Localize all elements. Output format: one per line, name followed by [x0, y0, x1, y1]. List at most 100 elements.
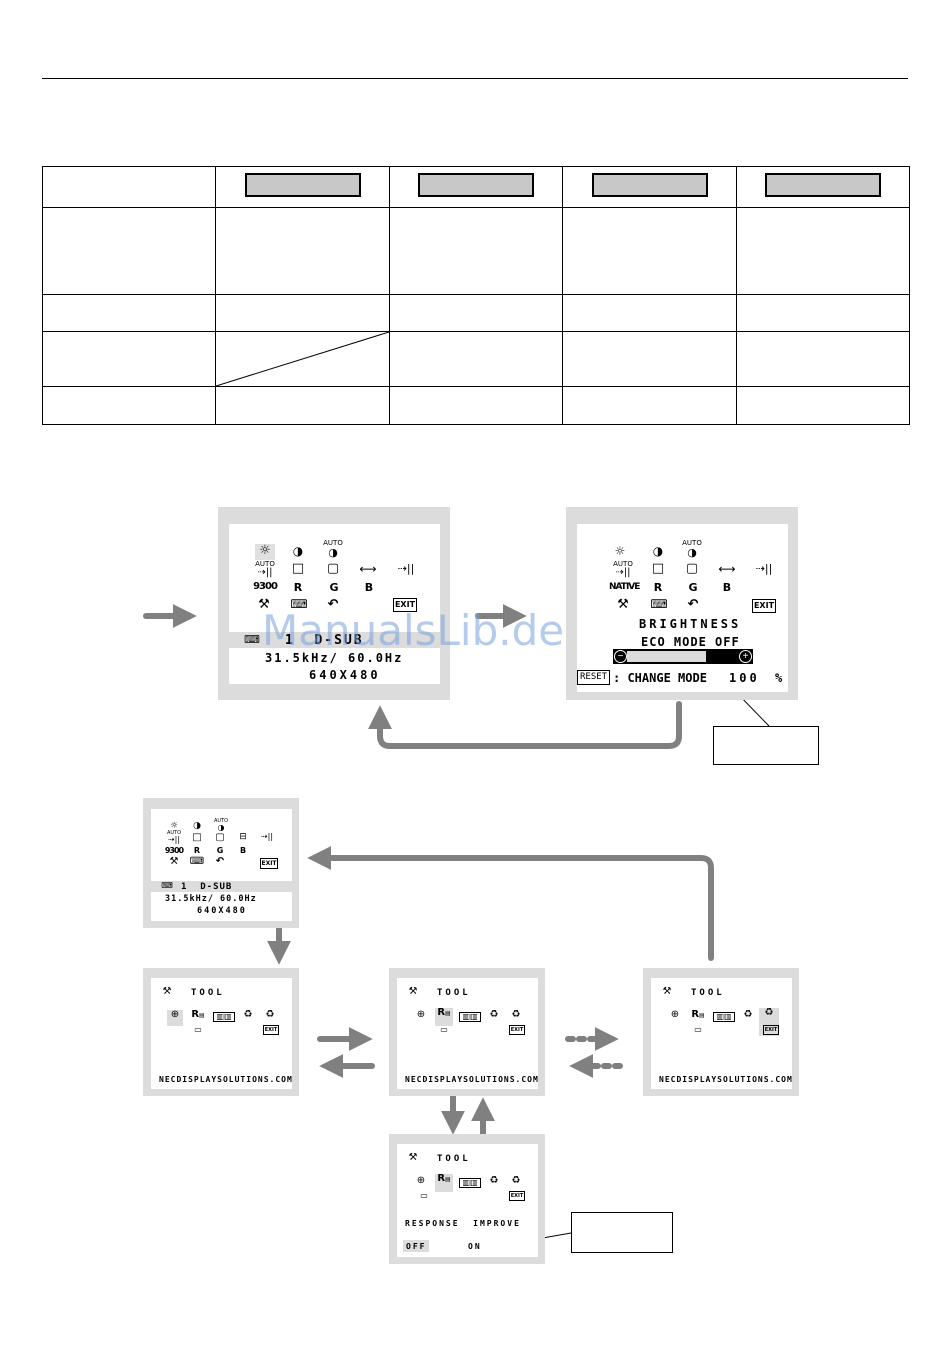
- response-icon: R▤: [691, 1009, 705, 1020]
- watermark-text: ManualsLib.de: [262, 606, 565, 655]
- eco-icon: ♻: [489, 1009, 499, 1020]
- brightness-icon: ☼: [169, 821, 179, 831]
- down-up-icon: ▢: [326, 561, 340, 576]
- expansion-icon: ⊕: [670, 1009, 680, 1020]
- response-icon: R▤: [191, 1009, 205, 1020]
- contrast-icon: ◑: [292, 544, 304, 558]
- h-size-icon: ⟷: [718, 562, 736, 576]
- key-2-button: [418, 173, 534, 197]
- off-highlight: [403, 1240, 429, 1252]
- reset-icon: ↶: [215, 856, 225, 867]
- blue-label: B: [722, 581, 732, 594]
- return-arrow: [368, 701, 682, 749]
- video-icon: ▥▥: [459, 1012, 481, 1022]
- tool-icon: ⚒: [662, 986, 672, 997]
- video-icon: ▥▥: [213, 1012, 235, 1022]
- carbon-icon: ♻: [511, 1009, 521, 1020]
- dsub-connector-icon: ⌨: [244, 633, 260, 646]
- tool-icon: ⚒: [162, 986, 172, 997]
- table-header-cell: [736, 166, 910, 208]
- osd-main-menu: ☼ ◑ AUTO◑ AUTO⇢|| □ ▢ ⟷ ⇢|| 9300 R G B ⚒…: [218, 507, 450, 700]
- key-function-table: [42, 166, 910, 425]
- osd-main-menu-small: ☼ ◑ AUTO◑ AUTO⇢|| □ ▢ ⊟ ⇢|| 9300 R G B ⚒…: [143, 798, 299, 928]
- blue-label: B: [239, 846, 247, 855]
- resolution-label: 640X480: [309, 668, 381, 682]
- blue-label: B: [364, 581, 374, 594]
- video-icon: ▥▥: [713, 1012, 735, 1022]
- screen-icon: ▭: [420, 1191, 428, 1200]
- eco-icon: ♻: [243, 1009, 253, 1020]
- minus-icon: −: [614, 650, 627, 663]
- website-label: NECDISPLAYSOLUTIONS.COM: [405, 1075, 539, 1084]
- dsub-connector-icon: ⌨: [161, 881, 173, 890]
- keyboard-icon: ⌨: [650, 597, 668, 611]
- tool-icon: ⚒: [258, 597, 270, 612]
- down-up-icon: ▢: [215, 832, 225, 843]
- video-icon: ▥▥: [459, 1178, 481, 1188]
- expansion-icon: ⊕: [416, 1009, 426, 1020]
- eco-mode-label: ECO MODE OFF: [641, 635, 740, 649]
- table-row: [42, 386, 910, 425]
- tool-title: TOOL: [191, 988, 225, 998]
- osd-tool-3: ⚒ TOOL ⊕ R▤ ▥▥ ♻ ♻ EXIT ▭ NECDISPLAYSOLU…: [643, 968, 799, 1096]
- plus-icon: +: [739, 650, 752, 663]
- tool-icon: ⚒: [617, 597, 629, 612]
- slider-fill: [627, 651, 706, 662]
- fine-icon: ⇢||: [260, 832, 274, 841]
- osd-response-improve: ⚒ TOOL ⊕ R▤ ▥▥ ♻ ♻ EXIT ▭ RESPONSE IMPRO…: [389, 1134, 545, 1264]
- on-option: ON: [468, 1242, 482, 1251]
- screen-icon: ▭: [694, 1025, 702, 1034]
- brightness-icon: ☼: [614, 544, 626, 558]
- input-highlight-bar: [151, 881, 292, 892]
- eco-icon: ♻: [743, 1009, 753, 1020]
- key-1-button: [244, 173, 361, 197]
- green-label: G: [329, 581, 339, 594]
- top-rule: [42, 78, 908, 79]
- exit-icon: EXIT: [393, 598, 417, 612]
- carbon-icon: ♻: [265, 1009, 275, 1020]
- osd-brightness: ☼ ◑ AUTO◑ AUTO⇢|| □ ▢ ⟷ ⇢|| NATIVE R G B…: [566, 507, 798, 700]
- not-applicable-cell: [215, 331, 390, 387]
- exit-icon: EXIT: [509, 1191, 525, 1201]
- tool-title: TOOL: [437, 1154, 471, 1164]
- down-up-icon: ▢: [685, 561, 699, 576]
- color-preset-label: NATIVE: [609, 582, 640, 592]
- response-improve-label: RESPONSE IMPROVE: [405, 1219, 521, 1228]
- red-label: R: [293, 581, 303, 594]
- left-right-icon: □: [651, 561, 665, 576]
- auto-contrast-icon: AUTO◑: [682, 539, 702, 559]
- table-row: [42, 294, 910, 332]
- green-label: G: [688, 581, 698, 594]
- brightness-title: BRIGHTNESS: [639, 617, 742, 631]
- left-right-icon: □: [291, 561, 305, 576]
- auto-contrast-icon: AUTO◑: [323, 539, 343, 559]
- brightness-icon: ☼: [255, 544, 275, 560]
- back-to-top-arrow: [307, 846, 714, 961]
- tool-icon: ⚒: [408, 986, 418, 997]
- brightness-value: 100: [729, 671, 760, 685]
- auto-adjust-icon: AUTO⇢||: [255, 560, 275, 578]
- fine-icon: ⇢||: [397, 562, 415, 575]
- exit-icon: EXIT: [260, 858, 278, 869]
- callout-box: [713, 726, 819, 765]
- osd-tool-2: ⚒ TOOL ⊕ R▤ ▥▥ ♻ ♻ EXIT ▭ NECDISPLAYSOLU…: [389, 968, 545, 1096]
- response-icon: R▤: [435, 1174, 453, 1192]
- key-3-button: [591, 173, 708, 197]
- screen-icon: ▭: [440, 1025, 448, 1034]
- red-label: R: [653, 581, 663, 594]
- reset-key: RESET: [577, 670, 611, 685]
- table-row: [42, 207, 910, 295]
- tool-icon: ⚒: [408, 1152, 418, 1163]
- slider-track: [627, 651, 737, 662]
- reset-hint: : CHANGE MODE: [613, 671, 707, 685]
- off-option: OFF: [406, 1242, 427, 1251]
- tool-title: TOOL: [691, 988, 725, 998]
- brightness-slider: − +: [613, 649, 753, 664]
- website-label: NECDISPLAYSOLUTIONS.COM: [659, 1075, 793, 1084]
- left-right-icon: □: [192, 832, 202, 843]
- v-size-icon: ⊟: [239, 832, 247, 842]
- resolution-label: 640X480: [197, 906, 247, 916]
- tool-icon: ⚒: [169, 856, 179, 867]
- color-preset-label: 9300: [164, 846, 184, 855]
- auto-contrast-icon: AUTO◑: [213, 818, 229, 832]
